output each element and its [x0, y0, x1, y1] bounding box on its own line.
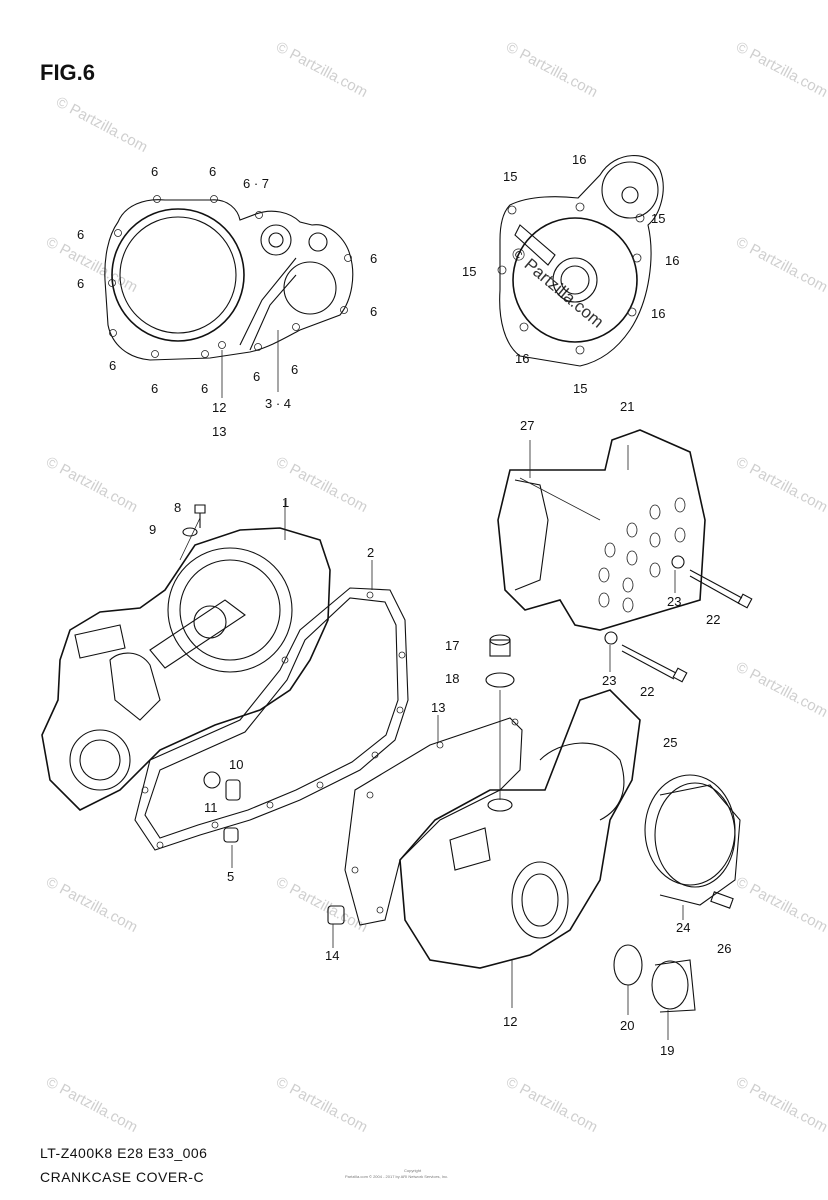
dowel-14: [327, 905, 345, 948]
callout-23: 23: [602, 673, 616, 688]
callout-6: 6: [201, 381, 208, 396]
callouts-generator: 17 18 13 25 24 26 14 12 20 19: [325, 638, 731, 1058]
watermark: © Partzilla.com: [43, 454, 140, 516]
cover-24-25-26: [644, 774, 741, 920]
callout-25: 25: [663, 735, 677, 750]
callout-16: 16: [665, 253, 679, 268]
callout-11: 11: [204, 800, 218, 815]
callout-6: 6: [151, 381, 158, 396]
watermark: © Partzilla.com: [503, 39, 600, 101]
cover-bolt-pattern-right: [497, 155, 664, 367]
watermark: © Partzilla.com: [733, 454, 828, 516]
plug-19-20: [613, 944, 696, 1040]
watermark: © Partzilla.com: [273, 39, 370, 101]
callout-6: 6: [370, 304, 377, 319]
callouts-guard: 21 27 23 22 23 22: [520, 399, 720, 699]
watermark: © Partzilla.com: [733, 39, 828, 101]
callout-21: 21: [620, 399, 634, 414]
callout-15: 15: [651, 211, 665, 226]
callout-6: 6: [291, 362, 298, 377]
callout-6: 6: [151, 164, 158, 179]
callout-6: 6: [209, 164, 216, 179]
callouts-crankcase: 8 9 1 2 10 11 5: [149, 495, 374, 884]
callout-12: 12: [212, 400, 226, 415]
watermark: © Partzilla.com: [43, 874, 140, 936]
copyright-line: Partzilla.com © 2004 - 2017 by ARI Netwo…: [345, 1174, 448, 1179]
callout-3-4: 3 · 4: [265, 396, 291, 411]
callout-6: 6: [109, 358, 116, 373]
center-watermark: © Partzilla.com: [507, 244, 607, 332]
small-parts-left: [182, 504, 241, 868]
watermark: © Partzilla.com: [733, 234, 828, 296]
callout-15: 15: [503, 169, 517, 184]
watermark: © Partzilla.com: [273, 874, 370, 936]
callout-23: 23: [667, 594, 681, 609]
callout-16: 16: [651, 306, 665, 321]
bolts-22-23: [604, 555, 753, 683]
callout-6-7: 6 · 7: [243, 176, 269, 191]
callout-27: 27: [520, 418, 534, 433]
callout-15: 15: [462, 264, 476, 279]
callout-8: 8: [174, 500, 181, 515]
callout-17: 17: [445, 638, 459, 653]
crankcase-cover: [41, 500, 331, 811]
callout-19: 19: [660, 1043, 674, 1058]
callout-1: 1: [282, 495, 289, 510]
callout-22: 22: [640, 684, 654, 699]
callout-6: 6: [77, 227, 84, 242]
gasket-13: [344, 715, 523, 926]
callout-26: 26: [717, 941, 731, 956]
callout-14: 14: [325, 948, 339, 963]
callout-13: 13: [431, 700, 445, 715]
callouts-top-left: 6 6 6 · 7 6 6 6 6 6 6 6 6 6 12 13 3 · 4: [77, 164, 377, 439]
callout-16: 16: [515, 351, 529, 366]
figure-caption: CRANKCASE COVER-C: [40, 1169, 204, 1185]
callout-16: 16: [572, 152, 586, 167]
callout-10: 10: [229, 757, 243, 772]
cover-bolt-pattern-left: [104, 195, 354, 398]
callout-20: 20: [620, 1018, 634, 1033]
watermark: © Partzilla.com: [733, 1074, 828, 1136]
watermark: © Partzilla.com: [733, 874, 828, 936]
cover-guard: [497, 429, 706, 631]
cap-17-18: [485, 634, 515, 720]
callout-24: 24: [676, 920, 690, 935]
watermark: © Partzilla.com: [43, 234, 140, 296]
callout-2: 2: [367, 545, 374, 560]
callout-6: 6: [370, 251, 377, 266]
figure-code: LT-Z400K8 E28 E33_006: [40, 1145, 207, 1161]
watermark: © Partzilla.com: [733, 659, 828, 721]
callout-6: 6: [253, 369, 260, 384]
callout-5: 5: [227, 869, 234, 884]
callout-13: 13: [212, 424, 226, 439]
callout-22: 22: [706, 612, 720, 627]
copyright-line: Copyright: [404, 1168, 422, 1173]
gasket: [134, 560, 409, 851]
callout-18: 18: [445, 671, 459, 686]
watermark: © Partzilla.com: [503, 1074, 600, 1136]
callout-15: 15: [573, 381, 587, 396]
callout-9: 9: [149, 522, 156, 537]
callout-6: 6: [77, 276, 84, 291]
figure-title: FIG.6: [40, 60, 95, 85]
watermark: © Partzilla.com: [53, 94, 150, 156]
generator-cover: [399, 689, 641, 1008]
watermark: © Partzilla.com: [43, 1074, 140, 1136]
callout-12: 12: [503, 1014, 517, 1029]
watermark: © Partzilla.com: [273, 1074, 370, 1136]
callouts-top-right: 15 16 15 15 16 16 16 15: [462, 152, 679, 396]
